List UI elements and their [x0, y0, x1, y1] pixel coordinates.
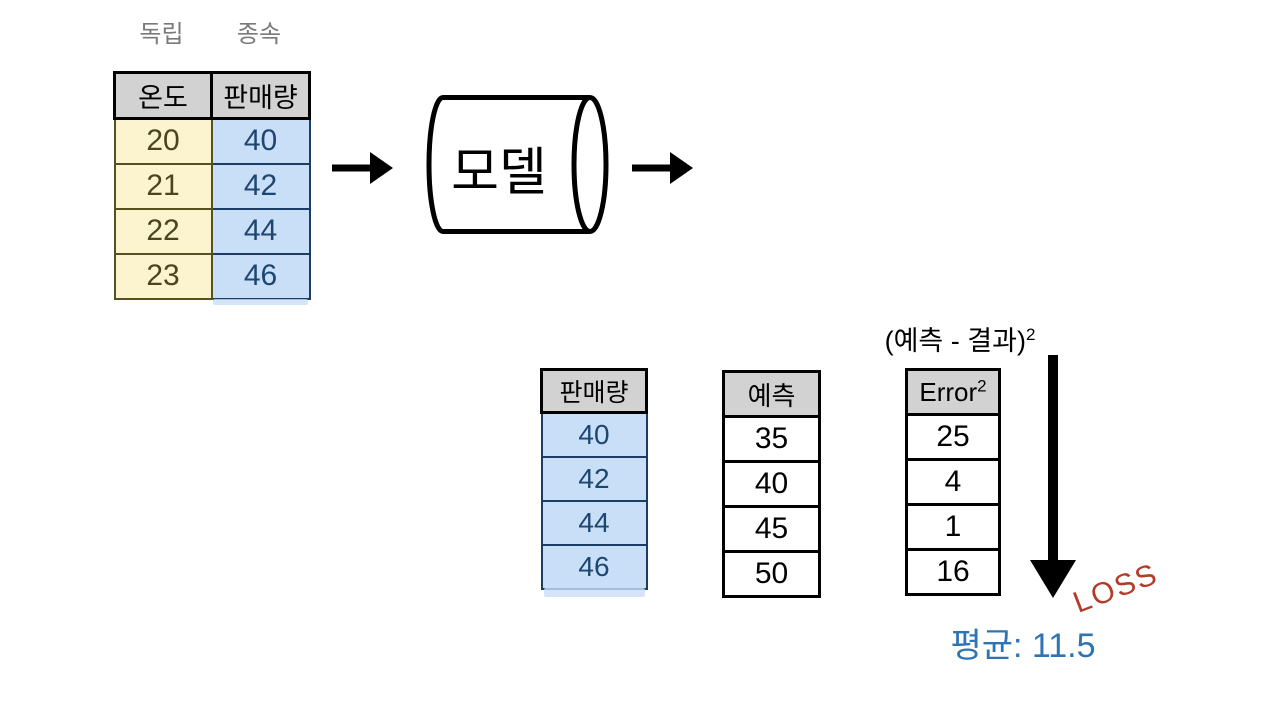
loss-label: LOSS [1068, 557, 1163, 620]
table-row: 42 [540, 455, 648, 502]
arrow-right-icon [332, 152, 393, 184]
input-table-header-row: 온도 판매량 [113, 71, 311, 120]
prediction-cell: 35 [722, 415, 821, 463]
table-row: 50 [722, 550, 821, 598]
prediction-table-header: 예측 [722, 370, 821, 418]
temp-cell: 22 [113, 207, 213, 255]
average-value: 평균: 11.5 [950, 627, 1096, 665]
arrow-right-icon [632, 152, 693, 184]
actual-table: 판매량 40 42 44 46 [540, 368, 648, 590]
table-row: 21 42 [113, 162, 311, 210]
error-header-superscript: 2 [977, 375, 987, 395]
temp-cell: 23 [113, 252, 213, 300]
down-arrow-icon [1030, 355, 1076, 598]
actual-cell: 46 [540, 543, 648, 590]
sales-cell: 44 [210, 207, 311, 255]
error-table: Error2 25 4 1 16 [905, 368, 1001, 596]
input-table-header-sales: 판매량 [210, 71, 311, 120]
table-row: 22 44 [113, 207, 311, 255]
table-row: 40 [722, 460, 821, 508]
table-shadow [213, 299, 308, 305]
sales-cell: 42 [210, 162, 311, 210]
formula-base: (예측 - 결과) [884, 326, 1026, 356]
table-row: 35 [722, 415, 821, 463]
prediction-cell: 45 [722, 505, 821, 553]
cylinder-icon [426, 95, 609, 234]
model-label: 모델 [451, 144, 547, 202]
table-row: 40 [540, 411, 648, 458]
error-cell: 25 [905, 413, 1001, 461]
prediction-cell: 40 [722, 460, 821, 508]
table-row: 1 [905, 503, 1001, 551]
table-row: 20 40 [113, 117, 311, 165]
actual-table-header: 판매량 [540, 368, 648, 414]
table-row: 25 [905, 413, 1001, 461]
input-table-header-temp: 온도 [113, 71, 213, 120]
label-dependent: 종속 [236, 21, 282, 48]
prediction-table-header-row: 예측 [722, 370, 821, 418]
actual-cell: 40 [540, 411, 648, 458]
actual-table-header-row: 판매량 [540, 368, 648, 414]
prediction-table: 예측 35 40 45 50 [722, 370, 821, 598]
error-cell: 4 [905, 458, 1001, 506]
temp-cell: 21 [113, 162, 213, 210]
label-independent: 독립 [139, 21, 184, 48]
table-row: 45 [722, 505, 821, 553]
error-table-header: Error2 [905, 368, 1001, 416]
actual-cell: 42 [540, 455, 648, 502]
table-row: 23 46 [113, 252, 311, 300]
sales-cell: 40 [210, 117, 311, 165]
error-cell: 16 [905, 548, 1001, 596]
input-table: 온도 판매량 20 40 21 42 22 44 23 46 [113, 71, 311, 300]
temp-cell: 20 [113, 117, 213, 165]
error-table-header-row: Error2 [905, 368, 1001, 416]
formula-superscript: 2 [1025, 325, 1036, 344]
error-cell: 1 [905, 503, 1001, 551]
model-cylinder: 모델 [415, 94, 610, 235]
table-row: 4 [905, 458, 1001, 506]
error-header-base: Error [919, 376, 978, 407]
prediction-cell: 50 [722, 550, 821, 598]
table-row: 44 [540, 499, 648, 546]
table-shadow [544, 588, 645, 597]
sales-cell: 46 [210, 252, 311, 300]
table-row: 16 [905, 548, 1001, 596]
formula-label: (예측 - 결과)2 [868, 319, 1052, 358]
table-row: 46 [540, 543, 648, 590]
actual-cell: 44 [540, 499, 648, 546]
